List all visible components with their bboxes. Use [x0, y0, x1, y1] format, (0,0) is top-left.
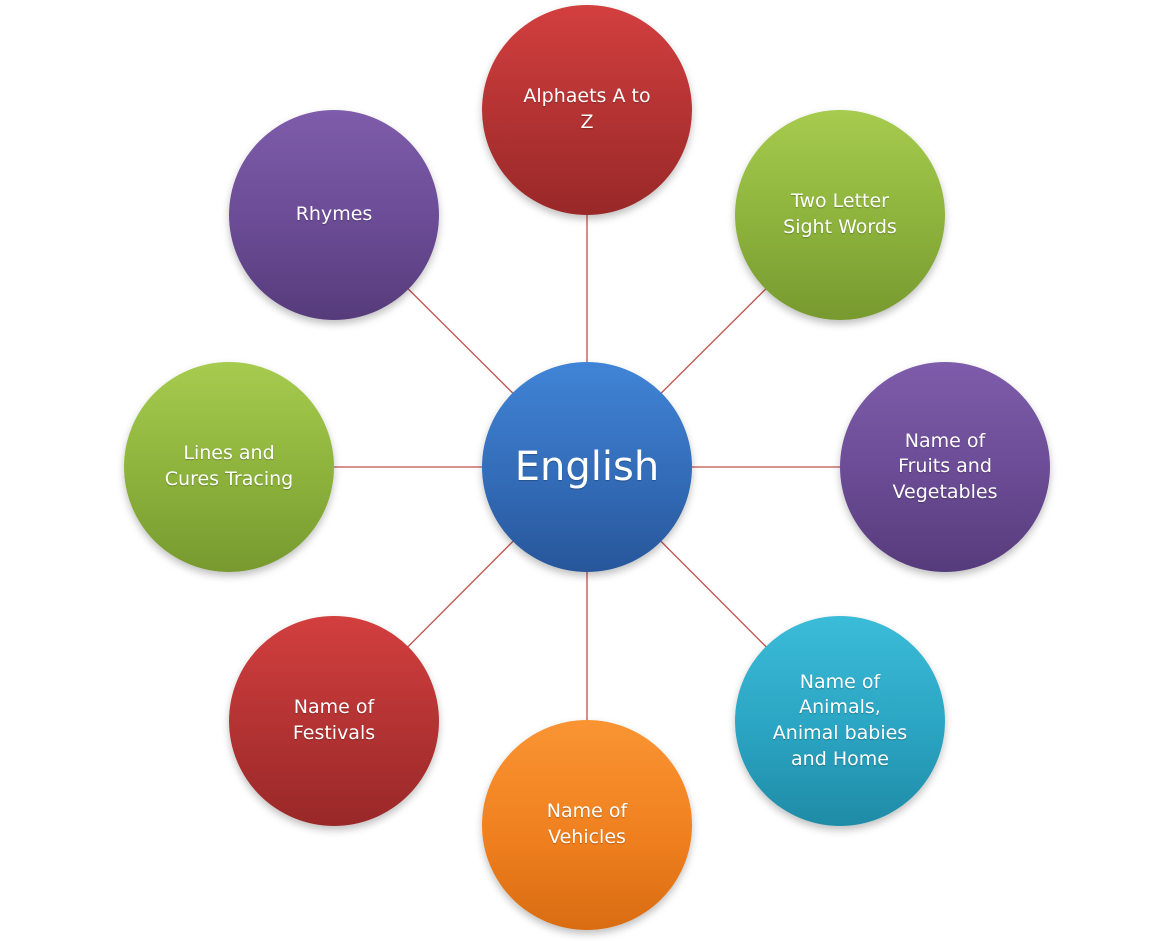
topic-animals-label: Name of Animals, Animal babies and Home [772, 670, 908, 770]
topic-rhymes-label: Rhymes [295, 203, 373, 226]
topic-fruits-vegetables-node: Name of Fruits and Vegetables [840, 362, 1050, 572]
topic-alphabets-node: Alphaets A to Z [482, 5, 692, 215]
topic-rhymes-node: Rhymes [229, 110, 439, 320]
topic-vehicles-node: Name of Vehicles [482, 720, 692, 930]
topic-vehicles-label: Name of Vehicles [546, 800, 628, 848]
topic-lines-tracing-node: Lines and Cures Tracing [124, 362, 334, 572]
topic-fruits-vegetables-label: Name of Fruits and Vegetables [892, 429, 998, 503]
topic-festivals-label: Name of Festivals [292, 696, 376, 744]
topic-animals-node: Name of Animals, Animal babies and Home [735, 616, 945, 826]
topic-sight-words-label: Two Letter Sight Words [783, 190, 897, 238]
center-english-label: English [514, 444, 660, 490]
center-english-node: English [482, 362, 692, 572]
topic-alphabets-label: Alphaets A to Z [523, 85, 651, 133]
topic-festivals-node: Name of Festivals [229, 616, 439, 826]
topic-lines-tracing-label: Lines and Cures Tracing [164, 442, 294, 490]
topic-sight-words-node: Two Letter Sight Words [735, 110, 945, 320]
